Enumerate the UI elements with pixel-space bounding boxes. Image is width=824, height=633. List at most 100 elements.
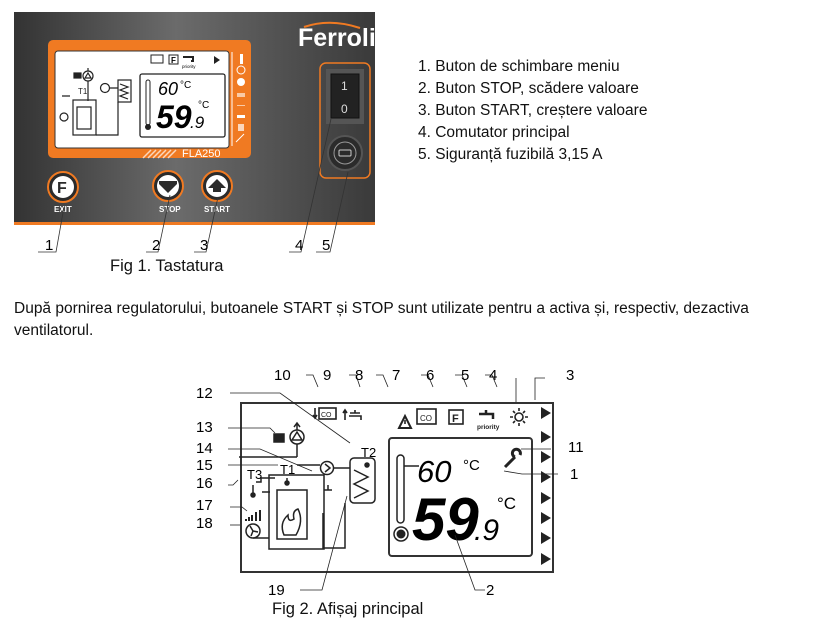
lcd-hatch bbox=[142, 149, 177, 159]
thermometer-icon bbox=[396, 454, 405, 524]
exit-button[interactable]: F EXIT bbox=[47, 171, 79, 214]
coil-icon bbox=[352, 469, 370, 499]
lcd-side-icons bbox=[235, 54, 246, 143]
fig1-caption: Fig 1. Tastatura bbox=[110, 257, 224, 275]
model-label: FLA250 bbox=[182, 148, 221, 160]
svg-text:13: 13 bbox=[196, 419, 213, 436]
tap-up-icon bbox=[342, 408, 362, 420]
svg-text:12: 12 bbox=[196, 385, 213, 402]
lcd-temp-box bbox=[139, 73, 226, 138]
svg-text:16: 16 bbox=[196, 475, 213, 492]
t1-label: T1 bbox=[280, 462, 295, 477]
svg-text:4: 4 bbox=[489, 367, 497, 384]
svg-text:5: 5 bbox=[322, 237, 330, 254]
legend-item: 1. Buton de schimbare meniu bbox=[418, 58, 620, 75]
svg-text:17: 17 bbox=[196, 497, 213, 514]
svg-text:2: 2 bbox=[152, 237, 160, 254]
fig1-callouts: 1 2 3 4 5 bbox=[45, 237, 330, 254]
t3-label: T3 bbox=[247, 467, 262, 482]
svg-text:8: 8 bbox=[355, 367, 363, 384]
logo-arc-icon bbox=[303, 21, 361, 29]
priority-tap-icon: priority bbox=[477, 410, 500, 431]
lcd-unit: °C bbox=[180, 80, 191, 91]
svg-text:F: F bbox=[171, 56, 176, 65]
t2-label: T2 bbox=[361, 445, 376, 460]
set-temperature: 60 bbox=[417, 454, 451, 489]
svg-text:1: 1 bbox=[45, 237, 53, 254]
lcd-screen bbox=[54, 50, 230, 149]
svg-text:1: 1 bbox=[570, 466, 578, 483]
legend-list: 1. Buton de schimbare meniu 2. Buton STO… bbox=[418, 56, 647, 166]
svg-text:T1: T1 bbox=[78, 87, 88, 96]
boiler-schematic bbox=[239, 421, 376, 550]
actual-temp-unit: °C bbox=[497, 494, 516, 513]
svg-text:6: 6 bbox=[426, 367, 434, 384]
set-temp-unit: °C bbox=[463, 457, 480, 474]
warning-icon bbox=[397, 413, 413, 429]
main-switch[interactable] bbox=[330, 73, 360, 119]
svg-text:7: 7 bbox=[392, 367, 400, 384]
svg-text:5: 5 bbox=[461, 367, 469, 384]
switch-off-label: 0 bbox=[341, 102, 348, 116]
svg-text:priority: priority bbox=[182, 64, 196, 69]
temp-box bbox=[388, 437, 533, 557]
stop-label: STOP bbox=[159, 205, 181, 214]
switch-on-label: 1 bbox=[341, 79, 348, 93]
body-paragraph: După pornirea regulatorului, butoanele S… bbox=[14, 300, 749, 339]
control-panel-figure: Ferroli FLA250 F priority T bbox=[14, 12, 376, 254]
ferroli-logo: Ferroli bbox=[298, 24, 376, 52]
svg-text:F: F bbox=[452, 413, 459, 425]
svg-text:3: 3 bbox=[200, 237, 208, 254]
lcd-unit-2: °C bbox=[198, 100, 209, 111]
svg-text:11: 11 bbox=[568, 439, 584, 456]
arrow-indicators bbox=[541, 407, 551, 565]
fig2-callout-lines bbox=[228, 374, 558, 591]
f-icon: F bbox=[448, 409, 464, 425]
svg-text:9: 9 bbox=[323, 367, 331, 384]
svg-text:F: F bbox=[57, 180, 67, 197]
svg-text:18: 18 bbox=[196, 515, 213, 532]
svg-text:14: 14 bbox=[196, 440, 213, 457]
switch-housing bbox=[319, 62, 371, 179]
up-arrow-icon bbox=[208, 179, 226, 192]
svg-text:10: 10 bbox=[274, 367, 291, 384]
lcd-actual-decimal: .9 bbox=[190, 113, 205, 132]
svg-text:CO: CO bbox=[321, 412, 332, 419]
lcd-set-temp: 60 bbox=[158, 79, 178, 99]
legend-item: 5. Siguranță fuzibilă 3,15 A bbox=[418, 146, 603, 163]
arrow-indicator-icon bbox=[214, 56, 220, 64]
svg-text:3: 3 bbox=[566, 367, 574, 384]
legend-item: 3. Buton START, creștere valoare bbox=[418, 102, 648, 119]
svg-text:19: 19 bbox=[268, 582, 285, 599]
co-icon: CO bbox=[416, 408, 437, 425]
legend-item: 2. Buton STOP, scădere valoare bbox=[418, 80, 639, 97]
fig2-callouts: 1 2 3 4 5 6 7 8 9 10 11 12 13 14 15 16 1… bbox=[196, 367, 584, 599]
fig2-caption: Fig 2. Afișaj principal bbox=[272, 600, 424, 618]
main-display-figure: CO CO F priority bbox=[196, 367, 584, 599]
actual-temperature: 59 bbox=[412, 486, 479, 553]
svg-text:2: 2 bbox=[486, 582, 494, 599]
fuse-holder[interactable] bbox=[327, 135, 363, 171]
down-arrow-icon bbox=[159, 181, 177, 193]
svg-text:4: 4 bbox=[295, 237, 303, 254]
svg-text:priority: priority bbox=[477, 424, 500, 431]
co-down-icon: CO bbox=[312, 407, 337, 420]
lcd-schematic: T1 bbox=[59, 68, 132, 136]
legend-item: 4. Comutator principal bbox=[418, 124, 570, 141]
lcd-actual-temp: 59 bbox=[156, 99, 192, 135]
lcd-top-icons: F priority bbox=[150, 54, 220, 69]
pump-dhw-icon bbox=[319, 460, 335, 476]
radiator-icon bbox=[273, 433, 285, 443]
svg-text:15: 15 bbox=[196, 457, 213, 474]
boiler-body bbox=[268, 474, 325, 550]
start-label: START bbox=[204, 205, 230, 214]
start-button[interactable]: START bbox=[201, 170, 233, 214]
exit-label: EXIT bbox=[54, 205, 72, 214]
actual-temperature-decimal: .9 bbox=[474, 514, 499, 547]
sun-icon bbox=[510, 408, 528, 426]
power-level-icon bbox=[245, 510, 261, 521]
burner-icon bbox=[276, 489, 308, 540]
stop-button[interactable]: STOP bbox=[152, 170, 184, 214]
wrench-icon bbox=[503, 447, 522, 469]
